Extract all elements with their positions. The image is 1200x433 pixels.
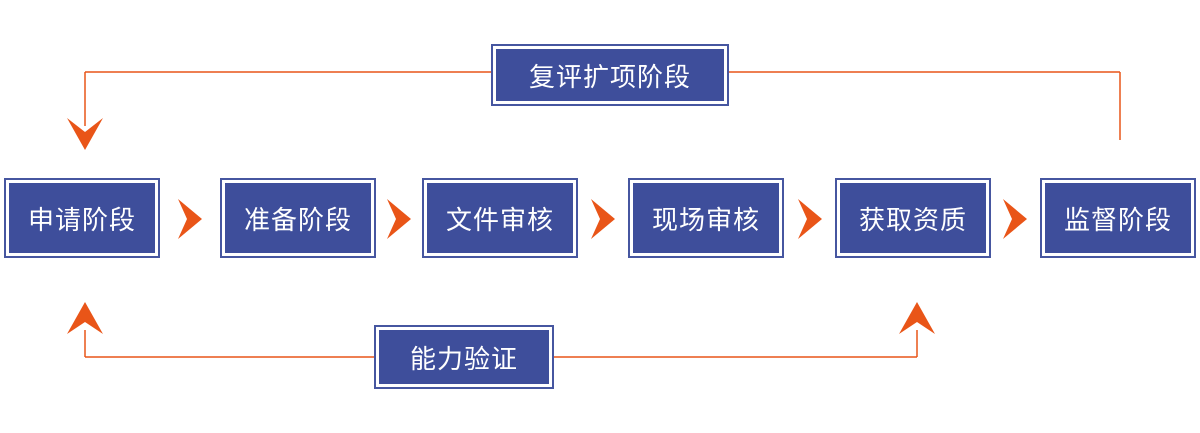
chevron-right-icon — [387, 199, 411, 239]
chevron-right-icon — [1003, 199, 1027, 239]
feedback-label: 能力验证 — [379, 330, 549, 384]
stage-box-obtain-qualification: 获取资质 — [835, 178, 991, 258]
stage-box-preparation: 准备阶段 — [220, 178, 376, 258]
chevron-right-icon — [178, 199, 202, 239]
stage-box-supervision: 监督阶段 — [1040, 178, 1196, 258]
feedback-box-capability-verification: 能力验证 — [374, 325, 554, 389]
arrow-down-icon — [67, 118, 103, 150]
stage-box-document-review: 文件审核 — [422, 178, 578, 258]
stage-label: 监督阶段 — [1045, 183, 1191, 253]
stage-box-application: 申请阶段 — [4, 178, 160, 258]
arrow-up-icon — [899, 302, 935, 334]
stage-label: 现场审核 — [633, 183, 779, 253]
stage-label: 文件审核 — [427, 183, 573, 253]
arrow-up-icon — [67, 302, 103, 334]
stage-box-onsite-review: 现场审核 — [628, 178, 784, 258]
stage-label: 申请阶段 — [9, 183, 155, 253]
chevron-right-icon — [591, 199, 615, 239]
feedback-box-reassessment-expansion: 复评扩项阶段 — [491, 44, 729, 106]
chevron-right-icon — [798, 199, 822, 239]
stage-label: 准备阶段 — [225, 183, 371, 253]
feedback-label: 复评扩项阶段 — [496, 49, 724, 101]
stage-label: 获取资质 — [840, 183, 986, 253]
